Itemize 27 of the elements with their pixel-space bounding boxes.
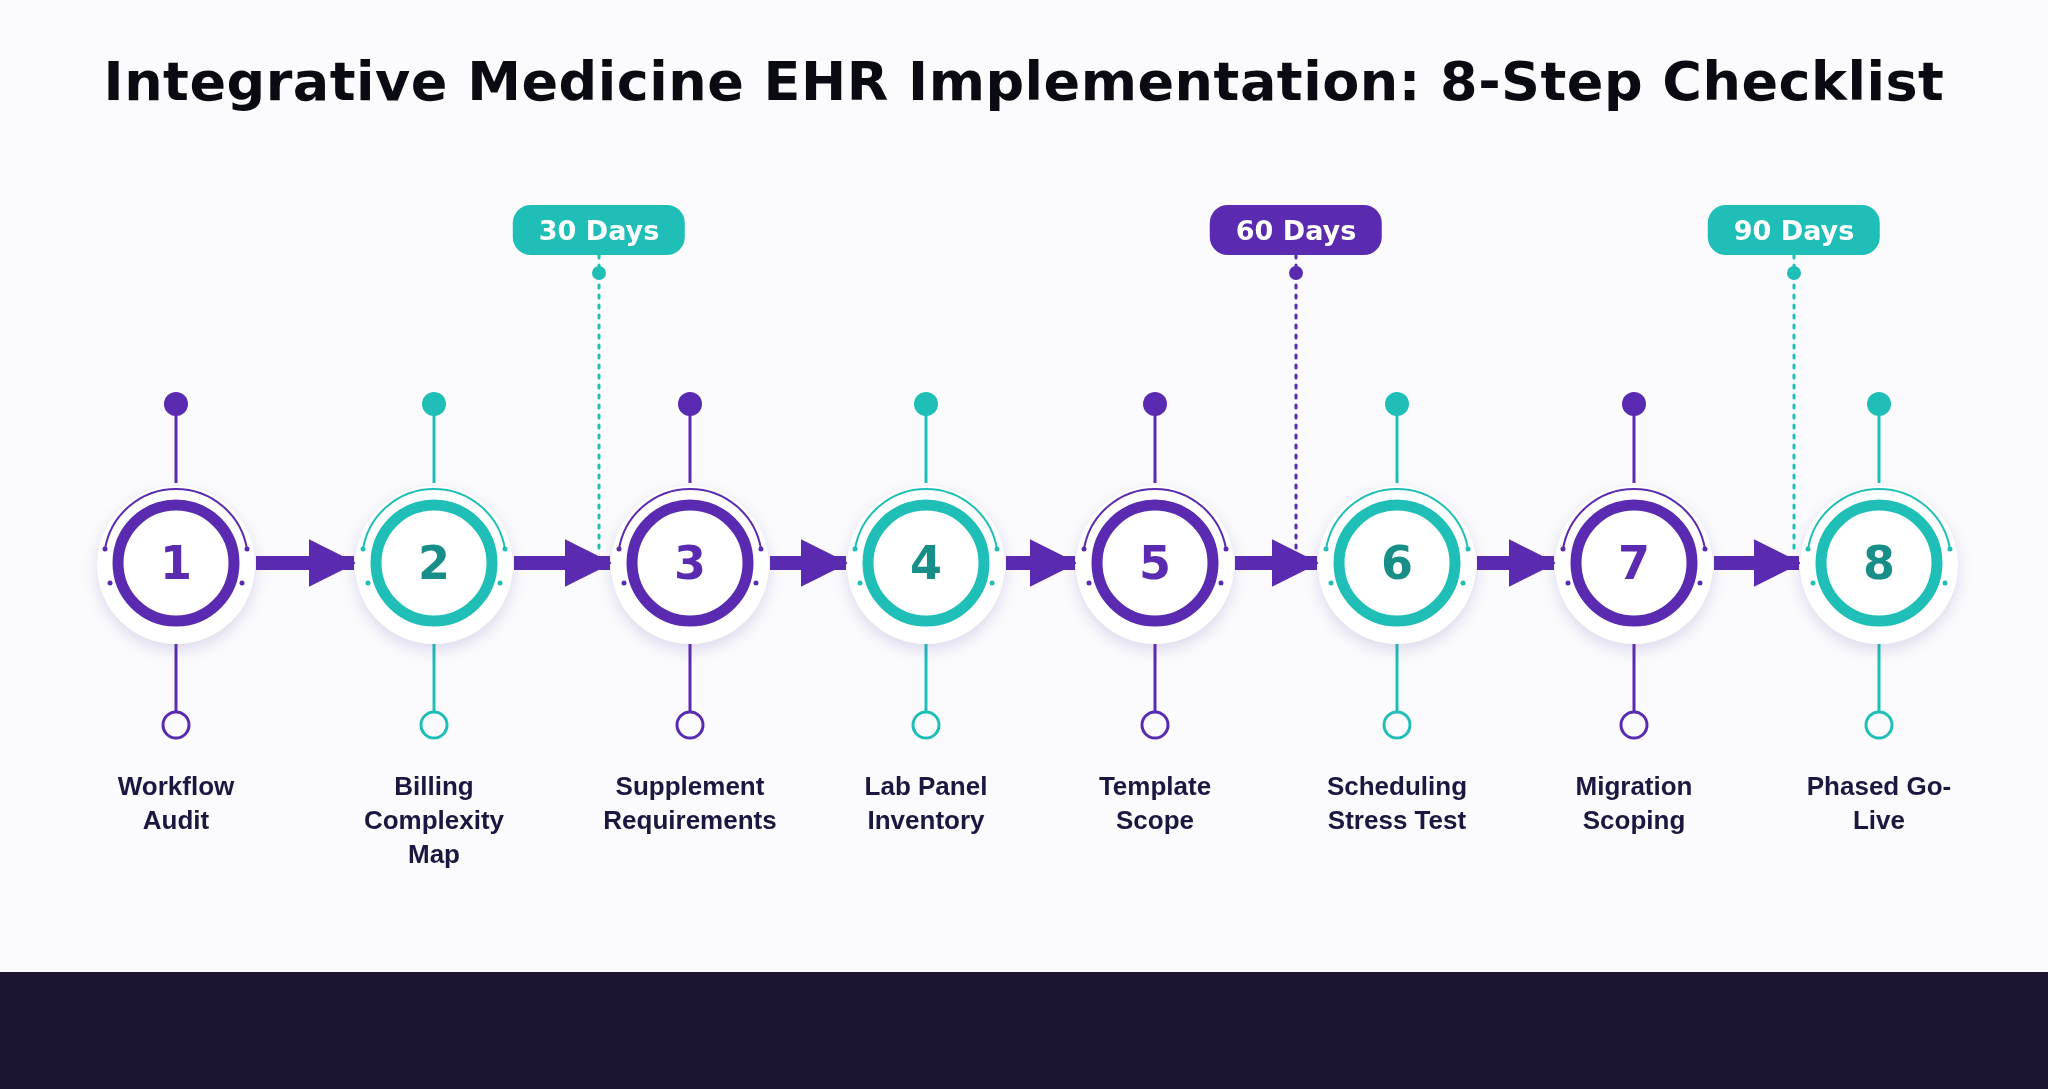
- step-label: Billing Complexity Map: [362, 770, 506, 871]
- step-label: Phased Go-Live: [1805, 770, 1953, 837]
- step-label: Lab Panel Inventory: [863, 770, 989, 837]
- arrow: [514, 539, 613, 587]
- step-number: 2: [418, 536, 450, 590]
- arrow: [1235, 539, 1320, 587]
- title: Integrative Medicine EHR Implementation: 8-Step Checklist: [102, 50, 1946, 113]
- arrow: [770, 539, 849, 587]
- step-number: 8: [1863, 536, 1895, 590]
- step-label: Template Scope: [1097, 770, 1213, 837]
- step-number: 7: [1618, 536, 1650, 590]
- step-label: Supplement Requirements: [602, 770, 778, 837]
- arrow: [256, 539, 357, 587]
- step-label: Scheduling Stress Test: [1325, 770, 1469, 837]
- step-number: 1: [160, 536, 192, 590]
- step-number: 5: [1139, 536, 1171, 590]
- step-number: 4: [910, 536, 942, 590]
- arrow: [1477, 539, 1557, 587]
- milestone-pill: 60 Days: [1209, 205, 1383, 255]
- milestone-pill: 30 Days: [512, 205, 686, 255]
- milestone-pill: 90 Days: [1707, 205, 1881, 255]
- step-label: Migration Scoping: [1574, 770, 1694, 837]
- arrow: [1006, 539, 1078, 587]
- step-label: Workflow Audit: [116, 770, 236, 837]
- step-number: 6: [1381, 536, 1413, 590]
- step-number: 3: [674, 536, 706, 590]
- arrow: [1714, 539, 1802, 587]
